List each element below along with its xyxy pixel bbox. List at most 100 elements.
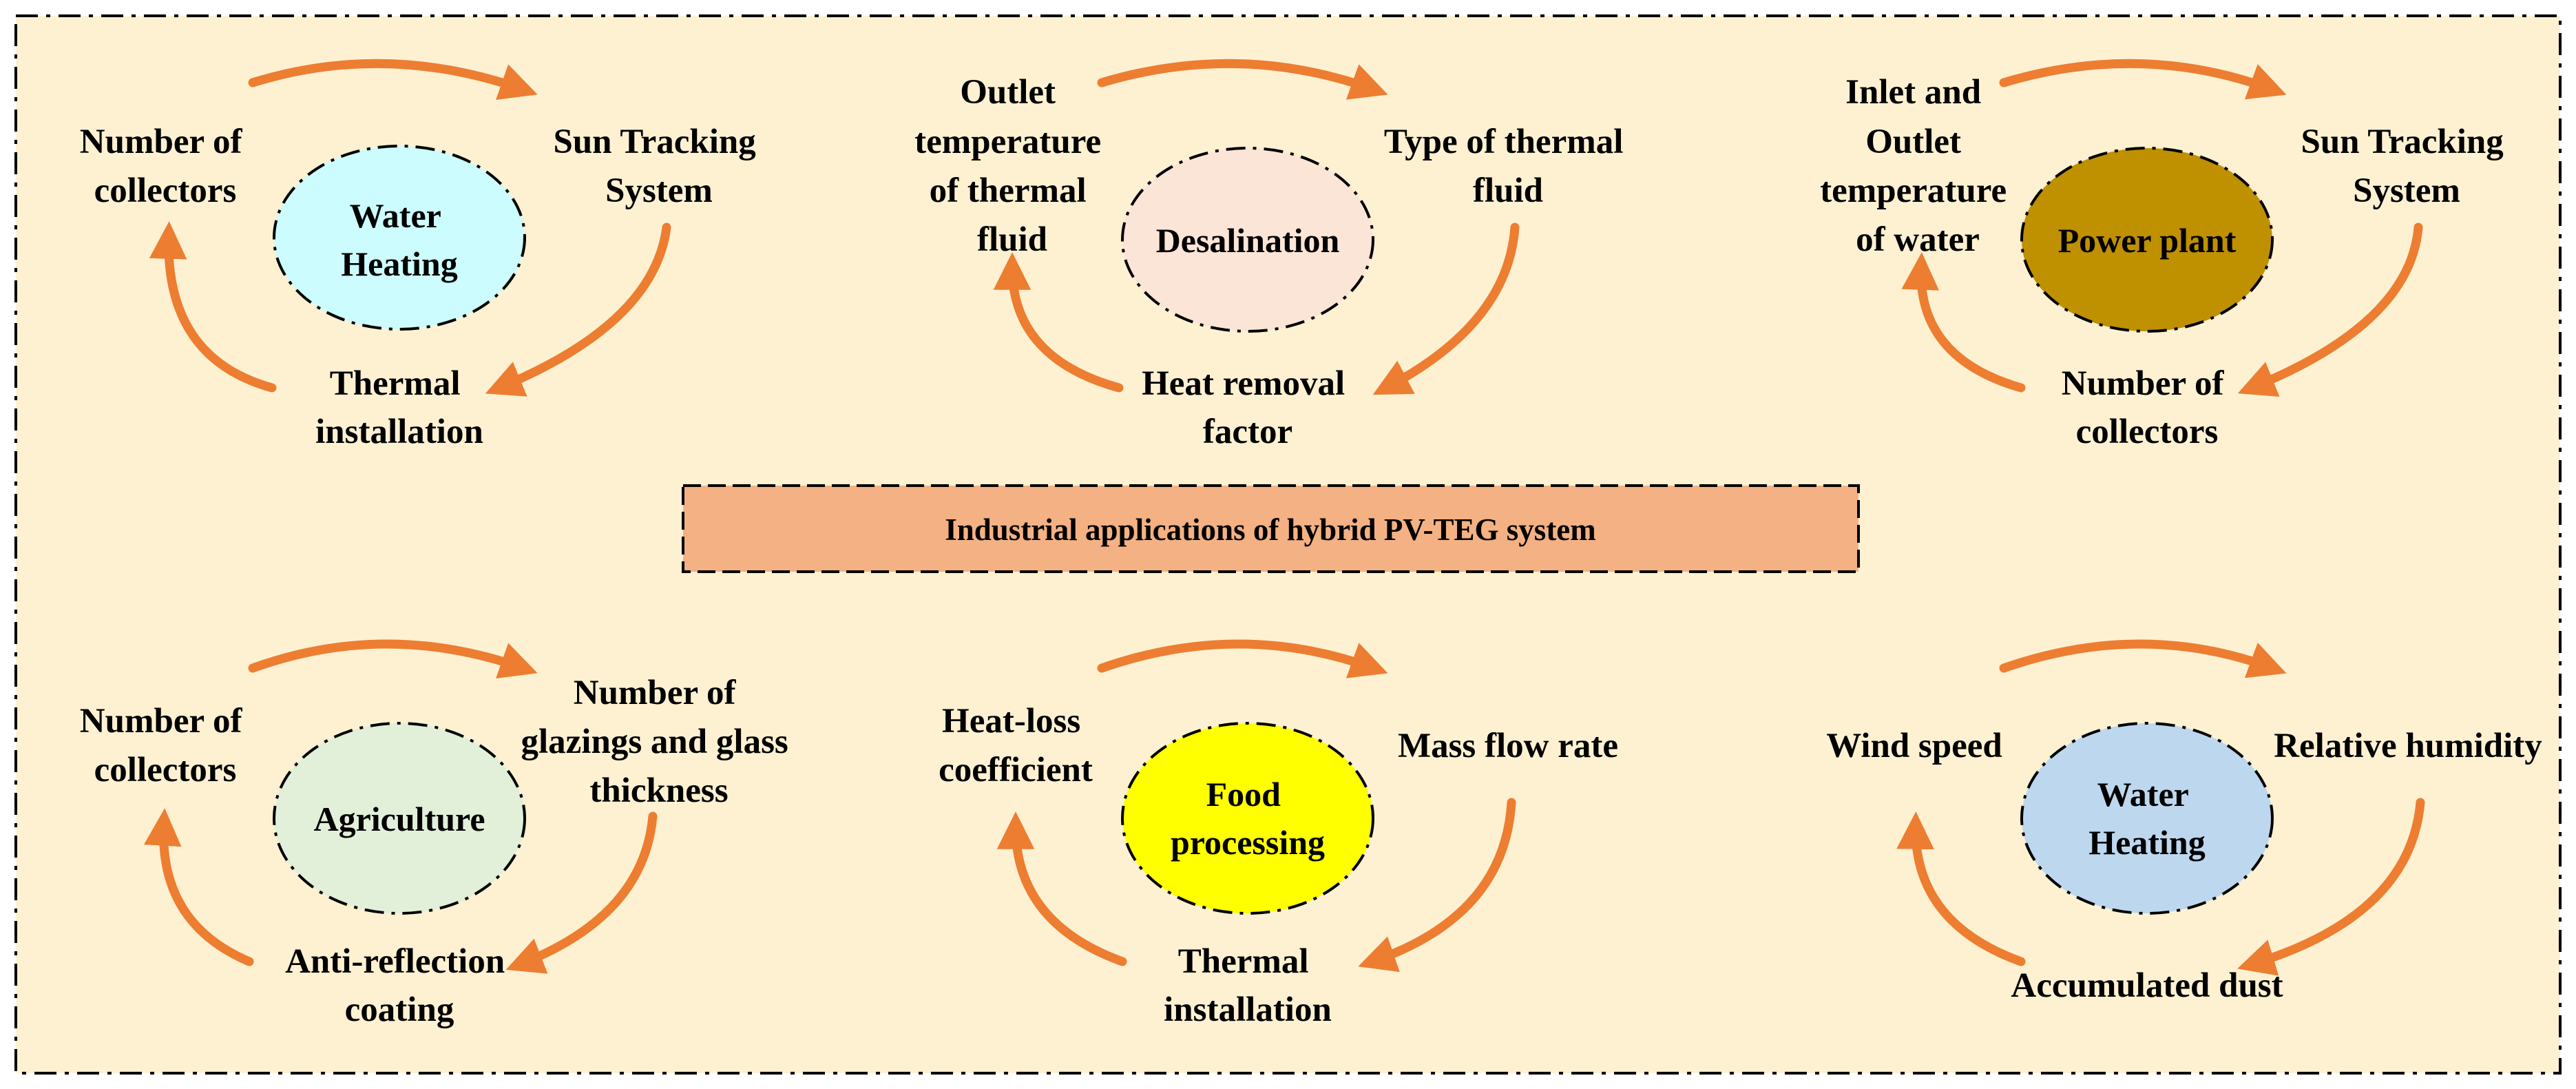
arrow-left xyxy=(149,221,277,393)
label-line: of thermal xyxy=(930,172,1087,210)
center-label-line: Food xyxy=(1206,775,1281,813)
bottom-label-accumulated-dust: Accumulated dust xyxy=(2011,966,2283,1005)
label-line: installation xyxy=(315,413,483,451)
right-label-type-of-thermal-fluid: Type of thermal fluid xyxy=(1384,123,1632,210)
title-text: Industrial applications of hybrid PV-TEG… xyxy=(945,512,1596,547)
cluster-desalination: Desalination Outlet temperature of therm… xyxy=(914,59,1632,451)
arrow-top xyxy=(248,59,538,100)
arrow-right xyxy=(2237,222,2423,397)
center-ellipse-agriculture xyxy=(273,722,526,915)
label-line: collectors xyxy=(94,751,237,789)
label-line: fluid xyxy=(1473,172,1543,210)
arrow-top xyxy=(248,639,538,678)
label-line: coefficient xyxy=(939,751,1093,789)
title-box xyxy=(682,484,1860,573)
label-line: glazings and glass xyxy=(521,723,788,761)
arrow-right xyxy=(485,222,671,397)
center-label-line: Water xyxy=(2097,775,2189,813)
arrow-right xyxy=(2237,798,2425,976)
left-label-heat-loss-coefficient: Heat-loss coefficient xyxy=(939,702,1093,789)
arrow-right xyxy=(505,811,658,974)
label-line: Outlet xyxy=(1865,123,1961,161)
label-line: installation xyxy=(1164,991,1332,1029)
center-ellipse-water-heating-2 xyxy=(2020,722,2274,915)
center-label-food-processing: Food processing xyxy=(1171,775,1325,862)
label-line: fluid xyxy=(977,220,1047,259)
bottom-label-heat-removal-factor: Heat removal factor xyxy=(1142,364,1354,451)
left-label-number-of-collectors: Number of collectors xyxy=(80,123,251,210)
arrow-top xyxy=(1097,59,1388,100)
left-label-wind-speed: Wind speed xyxy=(1826,727,2002,765)
arrow-left xyxy=(1896,811,2026,966)
arrow-top xyxy=(1097,639,1388,678)
cluster-water-heating: Water Heating Number of collectors Sun T… xyxy=(80,59,764,451)
center-label-power-plant: Power plant xyxy=(2058,221,2237,260)
label-line: temperature xyxy=(914,123,1101,161)
label-line: Number of xyxy=(80,123,243,161)
label-line: factor xyxy=(1203,413,1292,451)
label-line: Relative humidity xyxy=(2274,727,2542,765)
center-label-line: Water xyxy=(350,196,441,235)
right-label-number-of-glazings-and-glass-thickness: Number of glazings and glass thickness xyxy=(521,674,797,810)
right-label-sun-tracking-system: Sun Tracking System xyxy=(2301,123,2512,210)
label-line: Sun Tracking xyxy=(553,123,755,161)
label-line: System xyxy=(605,172,713,210)
arrow-left xyxy=(143,808,254,966)
right-label-relative-humidity: Relative humidity xyxy=(2274,727,2542,765)
left-label-outlet-temperature-of-thermal-fluid: Outlet temperature of thermal fluid xyxy=(914,73,1110,259)
label-line: System xyxy=(2353,172,2460,210)
center-ellipse-desalination xyxy=(1121,147,1374,333)
cluster-food-processing: Food processing Heat-loss coefficient Ma… xyxy=(939,639,1618,1029)
center-ellipse-food-processing xyxy=(1121,722,1374,915)
label-line: Anti-reflection xyxy=(285,942,505,981)
cluster-power-plant: Power plant Inlet and Outlet temperature… xyxy=(1820,59,2512,451)
label-line: coating xyxy=(345,991,454,1029)
center-label-line: Desalination xyxy=(1156,221,1340,260)
center-label-water-heating-2: Water Heating xyxy=(2088,775,2205,862)
label-line: temperature xyxy=(1820,172,2007,210)
label-line: Number of xyxy=(574,674,737,712)
center-label-line: Agriculture xyxy=(313,800,485,838)
label-line: collectors xyxy=(2076,413,2219,451)
center-ellipse-water-heating xyxy=(273,145,526,331)
label-line: Number of xyxy=(80,702,243,740)
label-line: Thermal xyxy=(330,364,461,403)
arrow-top xyxy=(1999,639,2287,678)
center-ellipse-power-plant xyxy=(2020,147,2274,333)
label-line: of water xyxy=(1856,220,1980,259)
label-line: Accumulated dust xyxy=(2011,966,2283,1005)
label-line: Heat removal xyxy=(1142,364,1345,403)
arrow-left xyxy=(996,811,1127,966)
bottom-label-thermal-installation: Thermal installation xyxy=(1164,942,1332,1029)
label-line: Inlet and xyxy=(1845,73,1981,112)
label-line: thickness xyxy=(589,771,728,810)
center-label-line: processing xyxy=(1171,823,1325,862)
center-label-desalination: Desalination xyxy=(1156,221,1340,260)
label-line: Type of thermal xyxy=(1384,123,1624,161)
right-label-sun-tracking-system: Sun Tracking System xyxy=(553,123,764,210)
right-label-mass-flow-rate: Mass flow rate xyxy=(1398,727,1618,765)
arrow-top xyxy=(1999,59,2287,100)
arrow-left xyxy=(1901,252,2026,393)
label-line: Thermal xyxy=(1178,942,1309,981)
cluster-water-heating-2: Water Heating Wind speed Relative humidi… xyxy=(1826,639,2542,1005)
center-label-agriculture: Agriculture xyxy=(313,800,485,838)
central-title: Industrial applications of hybrid PV-TEG… xyxy=(682,484,1860,573)
bottom-label-number-of-collectors: Number of collectors xyxy=(2062,364,2232,451)
arrow-right xyxy=(1372,222,1520,395)
bottom-label-thermal-installation: Thermal installation xyxy=(315,364,483,451)
left-label-number-of-collectors: Number of collectors xyxy=(80,702,251,789)
center-label-line: Heating xyxy=(2088,823,2205,862)
center-label-line: Power plant xyxy=(2058,221,2237,260)
arrow-right xyxy=(1358,798,1516,973)
center-label-line: Heating xyxy=(341,245,457,283)
center-label-water-heating: Water Heating xyxy=(341,196,457,283)
label-line: Heat-loss xyxy=(942,702,1080,740)
left-label-inlet-and-outlet-temperature-of-water: Inlet and Outlet temperature of water xyxy=(1820,73,2015,259)
label-line: Mass flow rate xyxy=(1398,727,1618,765)
label-line: Wind speed xyxy=(1826,727,2002,765)
cluster-agriculture: Agriculture Number of collectors Number … xyxy=(80,639,797,1029)
label-line: Number of xyxy=(2062,364,2225,403)
bottom-label-anti-reflection-coating: Anti-reflection coating xyxy=(285,942,514,1029)
